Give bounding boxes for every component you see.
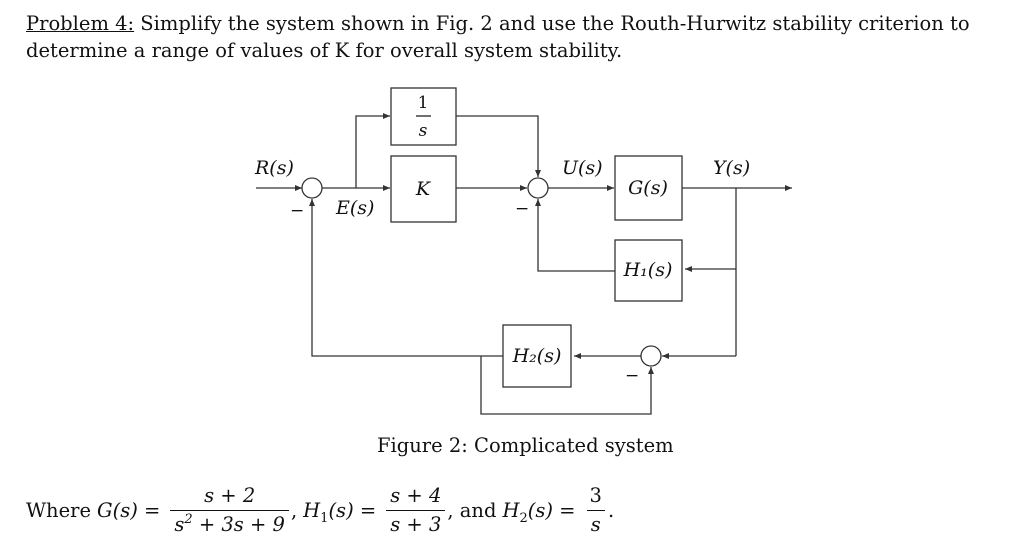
h2-denominator: s: [586, 509, 605, 537]
h2-lhs-subscript: 2: [519, 510, 528, 526]
h1-lhs-rest: (s) =: [328, 498, 377, 522]
h2-block-label: H₂(s): [512, 345, 562, 367]
integrator-branch-line: [355, 113, 390, 188]
g-den-rest: + 3s + 9: [192, 512, 285, 536]
h2-block: [502, 324, 572, 388]
g-block-label: G(s): [628, 177, 668, 199]
separator-2: , and: [447, 498, 497, 522]
input-label: R(s): [254, 157, 294, 179]
problem-label: Problem 4:: [26, 12, 135, 35]
summing-junction-3: [640, 345, 662, 367]
gain-label: K: [415, 178, 432, 200]
summing-junction-1: [301, 177, 323, 199]
sum3-minus-sign: −: [625, 366, 639, 386]
h2-lhs-rest: (s) =: [527, 498, 576, 522]
problem-text: Simplify the system shown in Fig. 2 and …: [26, 12, 970, 62]
h2-numerator: 3: [589, 483, 602, 507]
summing-junction-2: [527, 177, 549, 199]
h2-lhs: H2(s) =: [502, 498, 576, 526]
h1-numerator: s + 4: [390, 483, 442, 507]
g-denominator: s2 + 3s + 9: [170, 509, 289, 537]
integrator-den: s: [419, 121, 428, 141]
h2-lhs-symbol: H: [502, 498, 520, 522]
g-numerator: s + 2: [204, 483, 256, 507]
sum1-minus-sign: −: [290, 201, 304, 221]
definitions-intro: Where: [26, 498, 92, 522]
definitions-end: .: [607, 498, 615, 522]
h1-fraction: s + 4 s + 3: [386, 483, 446, 537]
h1-block: [614, 239, 683, 302]
h1-block-label: H₁(s): [623, 259, 673, 281]
control-label: U(s): [562, 157, 603, 179]
problem-statement: Problem 4: Simplify the system shown in …: [26, 10, 1016, 64]
sum2-minus-sign: −: [515, 199, 529, 219]
h2-feedback-line: [309, 199, 503, 357]
gain-block: [390, 155, 457, 223]
g-fraction: s + 2 s2 + 3s + 9: [170, 484, 289, 537]
transfer-function-definitions: Where G(s) = s + 2 s2 + 3s + 9 , H1(s) =…: [26, 478, 614, 542]
integrator-output-line: [456, 115, 541, 177]
g-lhs: G(s) =: [97, 498, 161, 522]
error-label: E(s): [335, 197, 374, 219]
g-den-exponent: 2: [184, 511, 193, 527]
h1-lhs-subscript: 1: [320, 510, 329, 526]
h2-inner-loop-line: [480, 356, 654, 415]
figure-caption: Figure 2: Complicated system: [377, 434, 674, 457]
g-block: [614, 155, 683, 221]
output-label: Y(s): [713, 157, 750, 179]
h1-output-line: [535, 199, 615, 272]
h2-fraction: 3 s: [586, 484, 606, 537]
separator-1: ,: [290, 498, 298, 522]
h1-lhs: H1(s) =: [303, 498, 377, 526]
h1-lhs-symbol: H: [303, 498, 321, 522]
g-den-base: s: [174, 512, 185, 536]
h1-denominator: s + 3: [386, 509, 446, 537]
integrator-num: 1: [418, 93, 429, 113]
